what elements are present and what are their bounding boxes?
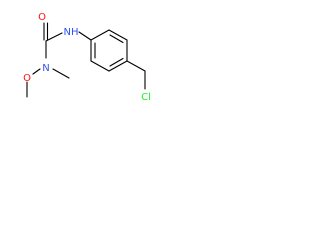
structure-diagram: O NH N O Cl (0, 0, 182, 123)
bond-n-methyl (52, 68, 70, 79)
bond-c-nh (45, 32, 63, 42)
ring-inner-2 (109, 57, 124, 67)
ring-bond-1 (90, 29, 110, 41)
atom-o-carbonyl: O (38, 12, 46, 23)
atom-chlorine: Cl (141, 92, 151, 103)
bond-nh-ring (78, 31, 92, 41)
ring-bond-2 (108, 29, 128, 41)
atom-o-methoxy: O (23, 73, 31, 84)
ring-bond-5 (90, 60, 110, 72)
atom-n-methoxy: N (42, 63, 49, 74)
ring-inner-1 (109, 34, 124, 44)
bond-ring-ch2 (126, 60, 146, 72)
bond-n-o (32, 68, 41, 75)
molecule-svg: O NH N O Cl (23, 12, 151, 103)
atom-nh-amide: NH (64, 27, 79, 38)
ring-bond-4 (108, 60, 128, 72)
